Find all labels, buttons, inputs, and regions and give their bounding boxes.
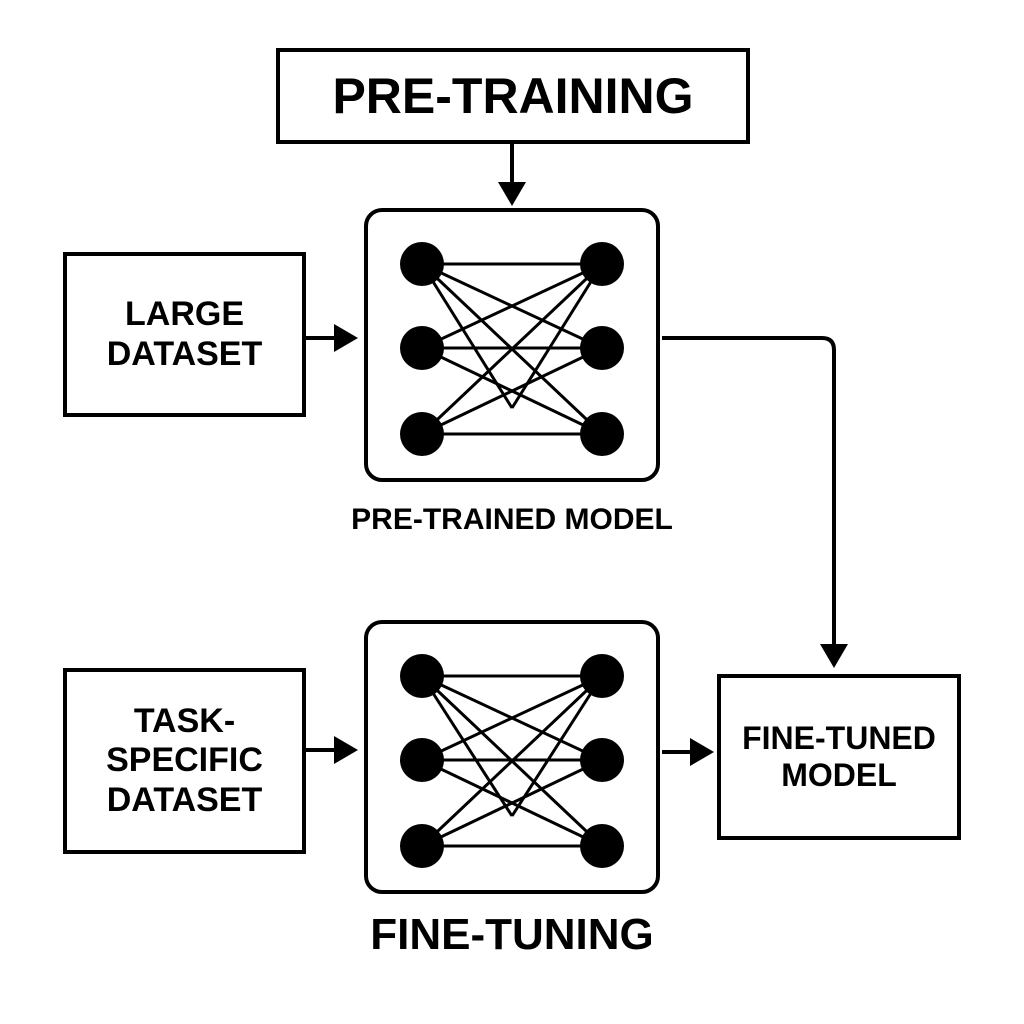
finetuned-model-label-line-1: FINE-TUNED: [742, 719, 936, 756]
large-dataset-box: LARGE DATASET: [63, 252, 306, 417]
network-node: [400, 654, 444, 698]
finetuning-caption: FINE-TUNING: [370, 910, 654, 959]
arrow-icon: [662, 738, 714, 766]
network-node: [400, 242, 444, 286]
network-node: [400, 824, 444, 868]
network-node: [580, 242, 624, 286]
network-node: [580, 738, 624, 782]
network-node: [580, 654, 624, 698]
finetuned-model-label-line-2: MODEL: [781, 757, 897, 793]
pretrained-model-box: [364, 208, 660, 482]
arrow-icon: [662, 336, 848, 668]
pretrained-model-caption: PRE-TRAINED MODEL: [351, 503, 673, 536]
finetuning-model-box: [364, 620, 660, 894]
pretraining-title: PRE-TRAINING: [332, 68, 694, 124]
network-node: [580, 412, 624, 456]
network-node: [400, 326, 444, 370]
arrow-icon: [306, 324, 358, 352]
network-node: [400, 412, 444, 456]
neural-network-icon: [400, 242, 624, 456]
task-dataset-box: TASK- SPECIFIC DATASET: [63, 668, 306, 854]
finetuned-model-box: FINE-TUNED MODEL: [717, 674, 961, 840]
network-node: [580, 824, 624, 868]
arrow-icon: [498, 144, 526, 206]
large-dataset-label-line-2: DATASET: [106, 334, 263, 373]
task-dataset-label-line-3: DATASET: [106, 780, 263, 819]
task-dataset-label-line-2: SPECIFIC: [106, 741, 263, 780]
network-node: [580, 326, 624, 370]
arrow-icon: [306, 736, 358, 764]
large-dataset-label-line-1: LARGE: [125, 295, 244, 334]
task-dataset-label-line-1: TASK-: [133, 701, 236, 740]
neural-network-icon: [400, 654, 624, 868]
network-node: [400, 738, 444, 782]
pretraining-title-box: PRE-TRAINING: [276, 48, 750, 144]
